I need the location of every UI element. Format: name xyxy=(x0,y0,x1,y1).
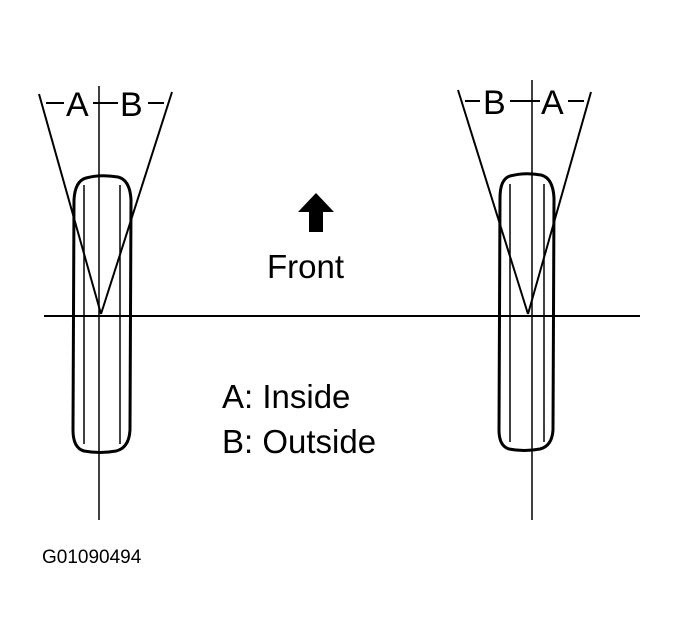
up-arrow-icon xyxy=(298,193,334,232)
right-angle-line-b xyxy=(457,89,529,315)
figure-id: G01090494 xyxy=(42,547,142,568)
left-wheel: A B xyxy=(38,86,173,520)
right-wheel: B A xyxy=(457,80,592,520)
left-tire-outline xyxy=(71,174,133,454)
right-label-b: B xyxy=(483,84,506,122)
legend-outside: B: Outside xyxy=(222,423,376,460)
right-angle-line-a xyxy=(527,91,592,315)
right-tire-outline xyxy=(497,172,556,452)
legend-inside: A: Inside xyxy=(222,378,350,415)
left-angle-line-a xyxy=(38,93,102,315)
front-label: Front xyxy=(267,248,344,285)
left-label-b: B xyxy=(120,86,143,124)
right-label-a: A xyxy=(541,84,564,122)
left-angle-line-b xyxy=(100,91,173,315)
left-label-a: A xyxy=(66,86,89,124)
